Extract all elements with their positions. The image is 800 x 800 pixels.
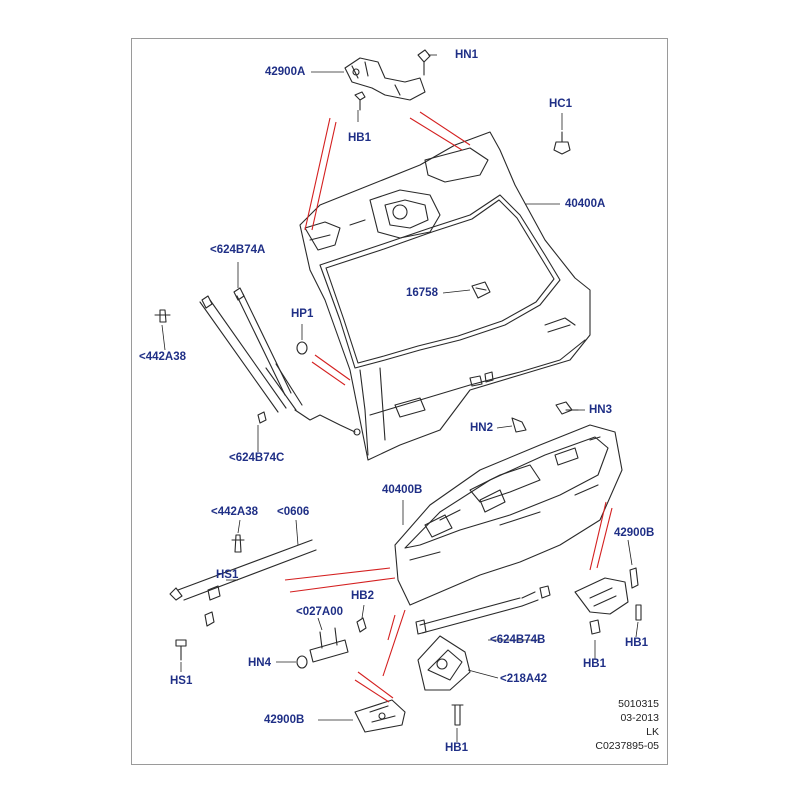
callout-hb1-top: HB1	[348, 132, 372, 144]
bump-stop-lower	[231, 534, 245, 553]
lower-tailgate-40400B	[394, 424, 623, 606]
callout-442A38-lower: <442A38	[211, 506, 258, 518]
callout-218A42: <218A42	[500, 673, 547, 685]
callout-42900A: 42900A	[265, 66, 306, 78]
callout-42900B-bottom: 42900B	[264, 714, 305, 726]
callout-40400A: 40400A	[565, 198, 606, 210]
callout-hs1-a: HS1	[216, 569, 239, 581]
footer-code: 5010315	[618, 698, 659, 710]
footer-region: LK	[646, 726, 659, 738]
plug-hp1	[296, 341, 308, 355]
callout-442A38-upper: <442A38	[139, 351, 186, 363]
fastener-hn3	[555, 401, 579, 415]
nut-hn4	[296, 655, 308, 669]
bolt-hb1-right-b	[589, 619, 601, 635]
callout-624B74B: <624B74B	[490, 634, 546, 646]
leader-lines	[161, 54, 639, 742]
bolt-hb2	[356, 617, 367, 633]
part-16758	[471, 281, 491, 299]
footer-date: 03-2013	[620, 712, 659, 724]
latch-218A42	[417, 635, 471, 691]
callout-hb1-bottom: HB1	[445, 742, 469, 754]
bracket-027A00	[309, 627, 349, 663]
strut-0606	[169, 539, 317, 627]
red-indicator-lines	[284, 111, 613, 703]
upper-hinge-42900A	[344, 49, 431, 111]
callout-027A00: <027A00	[296, 606, 343, 618]
callout-hn3: HN3	[589, 404, 613, 416]
fastener-hn2	[511, 417, 527, 433]
strut-624B74B	[415, 585, 551, 635]
callout-hb1-right-b: HB1	[583, 658, 607, 670]
callout-42900B-right: 42900B	[614, 527, 655, 539]
callout-hp1: HP1	[291, 308, 314, 320]
bolt-hb1-right-a	[635, 604, 642, 621]
callout-hb2: HB2	[351, 590, 375, 602]
callout-0606: <0606	[277, 506, 310, 518]
bolt-hb1-bottom	[451, 704, 464, 726]
diagram-frame	[131, 38, 668, 765]
upper-tailgate-40400A	[299, 131, 591, 461]
callout-624B74C: <624B74C	[229, 452, 285, 464]
callout-624B74A: <624B74A	[210, 244, 266, 256]
bolt-hc1	[553, 131, 571, 155]
callout-hs1-b: HS1	[170, 675, 193, 687]
callout-hc1: HC1	[549, 98, 573, 110]
screw-hs1-lower	[175, 639, 187, 661]
callout-hn4: HN4	[248, 657, 272, 669]
lower-hinge-42900B-bottom	[354, 699, 406, 733]
callout-hn1-top: HN1	[455, 49, 479, 61]
lower-hinge-42900B-right	[574, 567, 639, 615]
callout-hn2: HN2	[470, 422, 494, 434]
callout-40400B: 40400B	[382, 484, 423, 496]
footer-ref: C0237895-05	[595, 740, 659, 752]
callout-hb1-right-a: HB1	[625, 637, 649, 649]
bump-stop-left	[154, 309, 171, 323]
callout-16758: 16758	[406, 287, 438, 299]
gas-struts-upper	[199, 287, 361, 436]
